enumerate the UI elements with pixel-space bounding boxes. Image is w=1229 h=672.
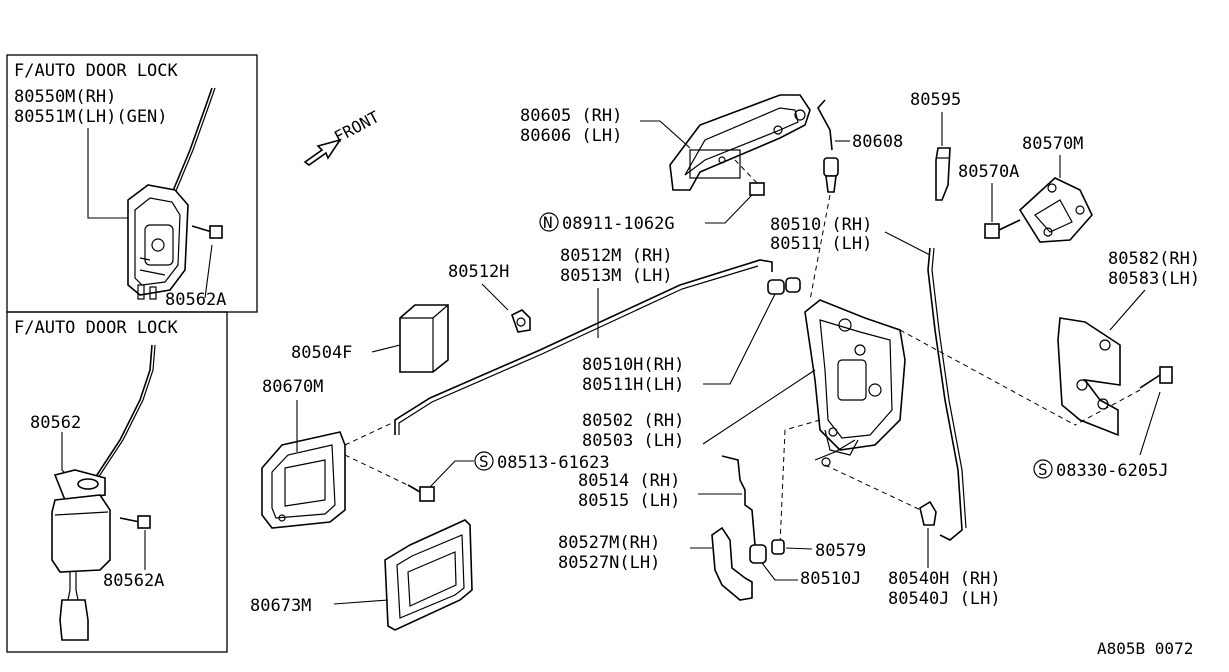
label-80579: 80579 <box>815 541 866 561</box>
plate-80582 <box>1057 317 1121 437</box>
leader-80550m <box>87 128 128 219</box>
label-08330: 08330-6205J <box>1056 461 1169 481</box>
inset-top-label-rh: 80550M(RH) <box>14 87 116 107</box>
label-80583: 80583(LH) <box>1108 269 1200 289</box>
inset-bottom: F/AUTO DOOR LOCK 80562 80562A <box>6 311 228 653</box>
screw-80570a <box>984 219 1021 239</box>
screw-08330 <box>1139 366 1173 389</box>
inset-bottom-actuator <box>51 469 111 641</box>
label-08911: 08911-1062G <box>562 214 675 234</box>
label-08513-symbol: S <box>479 452 489 471</box>
front-arrow-icon <box>303 138 342 166</box>
leader-80562a-top <box>204 244 213 299</box>
inset-top-label-lh: 80551M(LH)(GEN) <box>14 107 168 127</box>
clip-80510j <box>749 544 767 564</box>
label-80513m: 80513M (LH) <box>560 266 673 286</box>
inset-bottom-rod <box>94 344 153 479</box>
label-80511h: 80511H(LH) <box>582 375 684 395</box>
escutcheon-80673m <box>384 519 473 631</box>
label-80570m: 80570M <box>1022 134 1083 154</box>
bracket-80527m <box>711 526 753 601</box>
label-80514: 80514 (RH) <box>578 471 680 491</box>
pad-80504f <box>399 304 449 373</box>
label-80570a: 80570A <box>958 162 1019 182</box>
clip-80512h <box>511 309 531 333</box>
label-80512m: 80512M (RH) <box>560 246 673 266</box>
label-08911-symbol: N <box>543 213 553 232</box>
label-80605: 80605 (RH) <box>520 106 622 126</box>
symbol-s-icon-08330 <box>1033 459 1053 479</box>
label-80510j: 80510J <box>800 569 861 589</box>
rod-80512m <box>394 259 773 435</box>
label-80511: 80511 (LH) <box>770 234 872 254</box>
nut-08911 <box>734 159 765 196</box>
inset-bottom-title: F/AUTO DOOR LOCK <box>14 318 179 338</box>
lock-body-80502 <box>804 299 906 467</box>
inside-handle-80670m <box>261 431 346 529</box>
inset-top-label-screw: 80562A <box>165 290 226 310</box>
rod-80608 <box>817 99 839 193</box>
label-80608: 80608 <box>852 132 903 152</box>
label-80595: 80595 <box>910 90 961 110</box>
key-cylinder-80595 <box>935 147 951 201</box>
rod-80510 <box>927 247 967 541</box>
label-80582: 80582(RH) <box>1108 249 1200 269</box>
clip-80510h <box>767 277 801 295</box>
label-80606: 80606 (LH) <box>520 126 622 146</box>
symbol-n-icon <box>539 212 559 232</box>
inset-top-screw <box>191 225 223 239</box>
label-80502: 80502 (RH) <box>582 411 684 431</box>
rod-80514 <box>721 455 756 546</box>
striker-80570m <box>1018 177 1093 243</box>
outside-handle <box>669 94 811 191</box>
label-08513: 08513-61623 <box>497 453 610 473</box>
label-80540h: 80540H (RH) <box>888 569 1001 589</box>
inset-top-title: F/AUTO DOOR LOCK <box>14 61 179 81</box>
label-80510h: 80510H(RH) <box>582 355 684 375</box>
inset-bottom-screw <box>119 515 151 529</box>
inset-top: F/AUTO DOOR LOCK 80550M(RH) 80551M(LH)(G… <box>6 54 258 313</box>
label-80527n: 80527N(LH) <box>558 553 660 573</box>
label-80673m: 80673M <box>250 596 311 616</box>
label-80510: 80510 (RH) <box>770 215 872 235</box>
label-80670m: 80670M <box>262 377 323 397</box>
symbol-s-icon-08513 <box>474 451 494 471</box>
clip-80579 <box>771 539 785 555</box>
label-80503: 80503 (LH) <box>582 431 684 451</box>
label-80512h: 80512H <box>448 262 509 282</box>
clip-80540h <box>919 500 937 526</box>
label-80540j: 80540J (LH) <box>888 589 1001 609</box>
front-arrow: FRONT <box>303 107 383 166</box>
front-label: FRONT <box>331 107 383 147</box>
inset-bottom-frame <box>6 311 228 653</box>
inset-top-lock-assembly <box>127 184 189 300</box>
label-08330-symbol: S <box>1038 460 1048 479</box>
label-80515: 80515 (LH) <box>578 491 680 511</box>
inset-bottom-label-actuator: 80562 <box>30 413 81 433</box>
label-80527m: 80527M(RH) <box>558 533 660 553</box>
diagram-code: A805B 0072 <box>1097 639 1193 658</box>
label-80504f: 80504F <box>291 343 352 363</box>
inset-bottom-label-screw: 80562A <box>103 571 164 591</box>
